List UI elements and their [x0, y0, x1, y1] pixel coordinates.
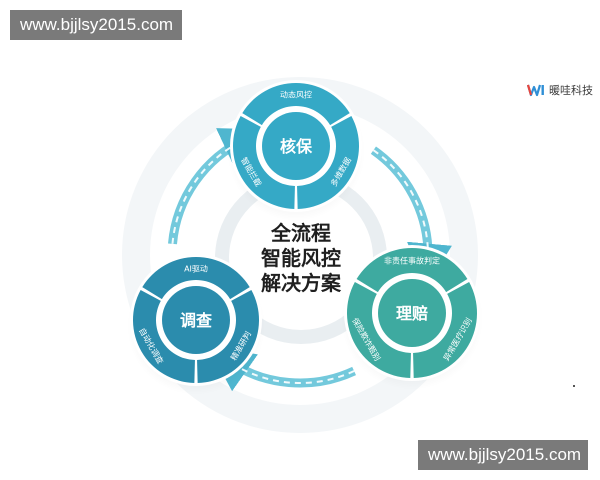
- center-line-3: 解决方案: [261, 271, 342, 295]
- node-segment: [133, 289, 195, 383]
- tiny-mark: [573, 385, 575, 387]
- nodes: 核保动态风控多维数据智能拦截理赔非责任事故判定异常医疗识别保险欺诈甄别调查AI驱…: [127, 80, 483, 395]
- watermark-bottom: www.bjjlsy2015.com: [418, 440, 588, 470]
- node-segment: [347, 281, 411, 378]
- node-segment: [233, 115, 295, 209]
- center-line-2: 智能风控: [261, 246, 341, 270]
- node-segment-label: 非责任事故判定: [384, 256, 440, 266]
- node-title: 理赔: [396, 304, 428, 323]
- node-title: 调查: [180, 311, 212, 330]
- center-line-1: 全流程: [270, 221, 331, 245]
- node-segment: [142, 257, 250, 300]
- logo-text: 暖哇科技: [549, 84, 593, 97]
- node-segment: [297, 115, 360, 209]
- node-core: [262, 112, 330, 180]
- arrow-diaocha-to-hebao-stripes: [171, 138, 247, 244]
- watermark-top: www.bjjlsy2015.com: [10, 10, 182, 40]
- arrow-hebao-to-lipei-stripes: [372, 149, 429, 267]
- node-segment: [356, 248, 468, 293]
- node-core: [162, 286, 230, 354]
- node-segment: [413, 281, 478, 378]
- node-segment-label: 动态风控: [280, 90, 312, 100]
- node-title: 核保: [280, 137, 313, 156]
- center-disc: [229, 186, 373, 330]
- wave-logo-icon: [527, 84, 544, 97]
- node-segment: [242, 82, 350, 126]
- node-segment: [197, 289, 259, 383]
- node-core: [378, 279, 446, 347]
- logo: 暖哇科技: [527, 80, 593, 100]
- arrow-lipei-to-diaocha-stripes: [226, 359, 355, 384]
- node-segment-label: AI驱动: [184, 264, 208, 274]
